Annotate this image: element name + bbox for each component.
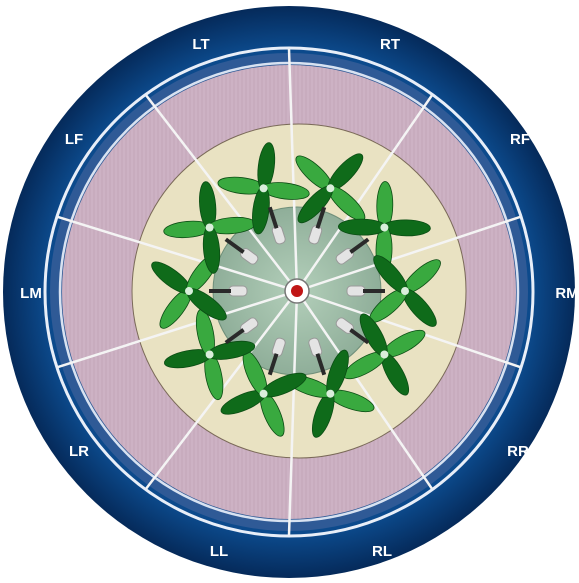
label-rt: RT [380,36,400,53]
label-rm: RM [555,285,578,302]
needle-body [347,286,365,296]
label-lr: LR [69,443,89,460]
label-rf: RF [510,131,530,148]
label-lf: LF [65,131,83,148]
label-rl: RL [372,543,392,560]
label-lt: LT [192,36,209,53]
hub-center [291,285,303,297]
needle-tip [209,289,231,293]
needle-tip [363,289,385,293]
label-rr: RR [507,443,529,460]
label-ll: LL [210,543,228,560]
needle-body [229,286,247,296]
label-lm: LM [20,285,42,302]
